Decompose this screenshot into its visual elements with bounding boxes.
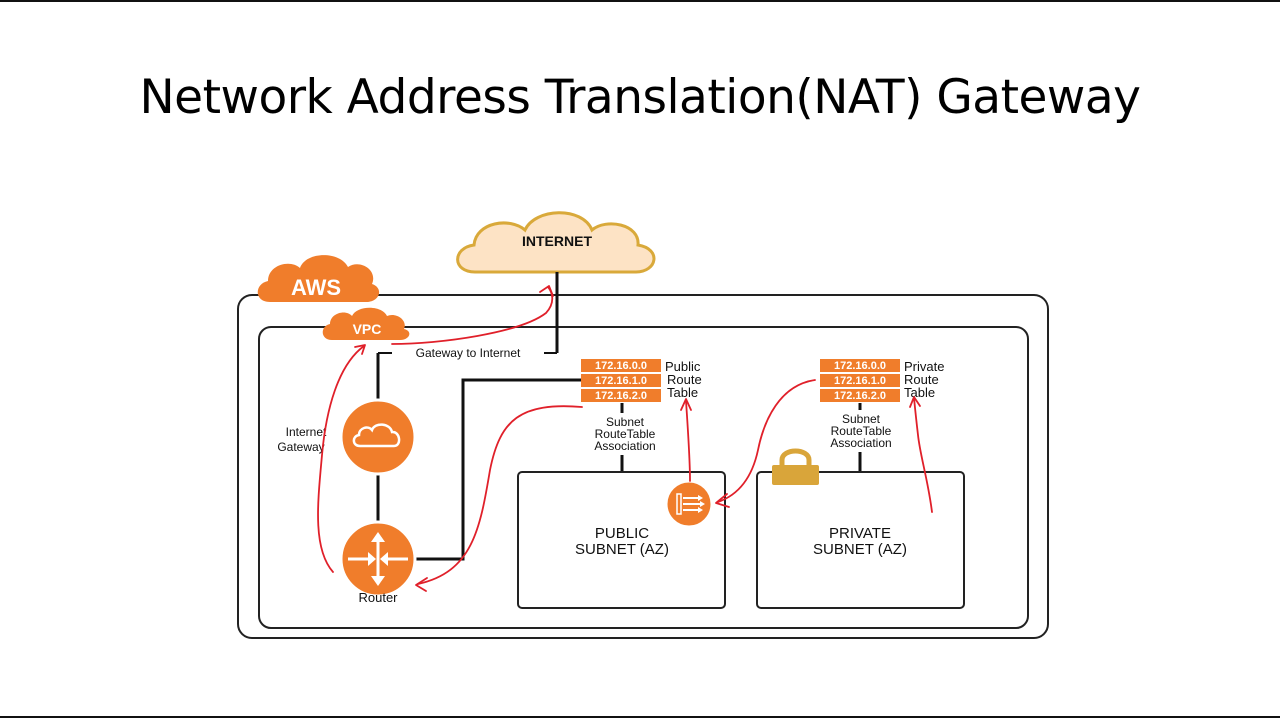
arrow-private-subnet-to-table [913,397,933,513]
public-route-table-title-3: Table [667,385,698,400]
public-assoc-line-1: Subnet [606,415,645,429]
aws-cloud-container [237,294,1049,639]
public-route-table-title-1: Public [665,359,701,374]
public-route-entry-2: 172.16.1.0 [595,375,647,387]
public-assoc-line-3: Association [594,439,655,453]
public-route-table-title-2: Route [667,372,702,387]
private-route-entry-2: 172.16.1.0 [834,375,886,387]
internet-gateway-label-line1: Internet [286,425,327,439]
private-route-entry-3: 172.16.2.0 [834,390,886,402]
private-route-table-title-3: Table [904,385,935,400]
private-subnet-label-2: SUBNET (AZ) [813,541,907,558]
arrow-nat-to-router [417,405,583,585]
internet-label: INTERNET [522,233,592,249]
internet-gateway-icon [339,398,417,476]
vpc-cloud-icon: VPC [322,307,410,340]
private-route-table-title-1: Private [904,359,944,374]
lock-icon [772,448,819,485]
public-route-entry-1: 172.16.0.0 [595,360,647,372]
public-subnet-label-2: SUBNET (AZ) [575,541,669,558]
private-subnet-box [756,471,965,609]
private-route-table-title-2: Route [904,372,939,387]
arrow-nat-to-public-table [685,400,691,482]
vpc-container [258,326,1029,629]
router-icon [339,520,417,598]
router-label: Router [358,590,398,605]
public-route-entry-3: 172.16.2.0 [595,390,647,402]
private-subnet-label-1: PRIVATE [829,525,891,542]
connector-router-to-route-table [412,378,585,561]
internet-gateway-label-line2: Gateway [277,440,324,454]
vpc-label: VPC [353,321,382,337]
arrow-private-table-to-nat [717,379,816,503]
public-assoc-line-2: RouteTable [595,427,656,441]
internet-cloud-icon: INTERNET [456,211,656,274]
private-route-entry-1: 172.16.0.0 [834,360,886,372]
arrow-router-to-vpc [317,345,365,573]
private-assoc-line-3: Association [830,436,891,450]
public-subnet-label-1: PUBLIC [595,525,649,542]
aws-label: AWS [291,275,341,300]
private-route-table: 172.16.0.0 172.16.1.0 172.16.2.0 [820,359,900,402]
public-route-table: 172.16.0.0 172.16.1.0 172.16.2.0 [581,359,661,402]
annotation-arrows [317,285,933,592]
bottom-rule [0,716,1280,718]
nat-gateway-icon [664,479,714,529]
aws-cloud-icon: AWS [257,255,380,302]
private-assoc-line-2: RouteTable [831,424,892,438]
gateway-to-internet-label: Gateway to Internet [416,346,521,360]
top-rule [0,0,1280,2]
private-assoc-line-1: Subnet [842,412,881,426]
slide-title: Network Address Translation(NAT) Gateway [139,70,1142,125]
